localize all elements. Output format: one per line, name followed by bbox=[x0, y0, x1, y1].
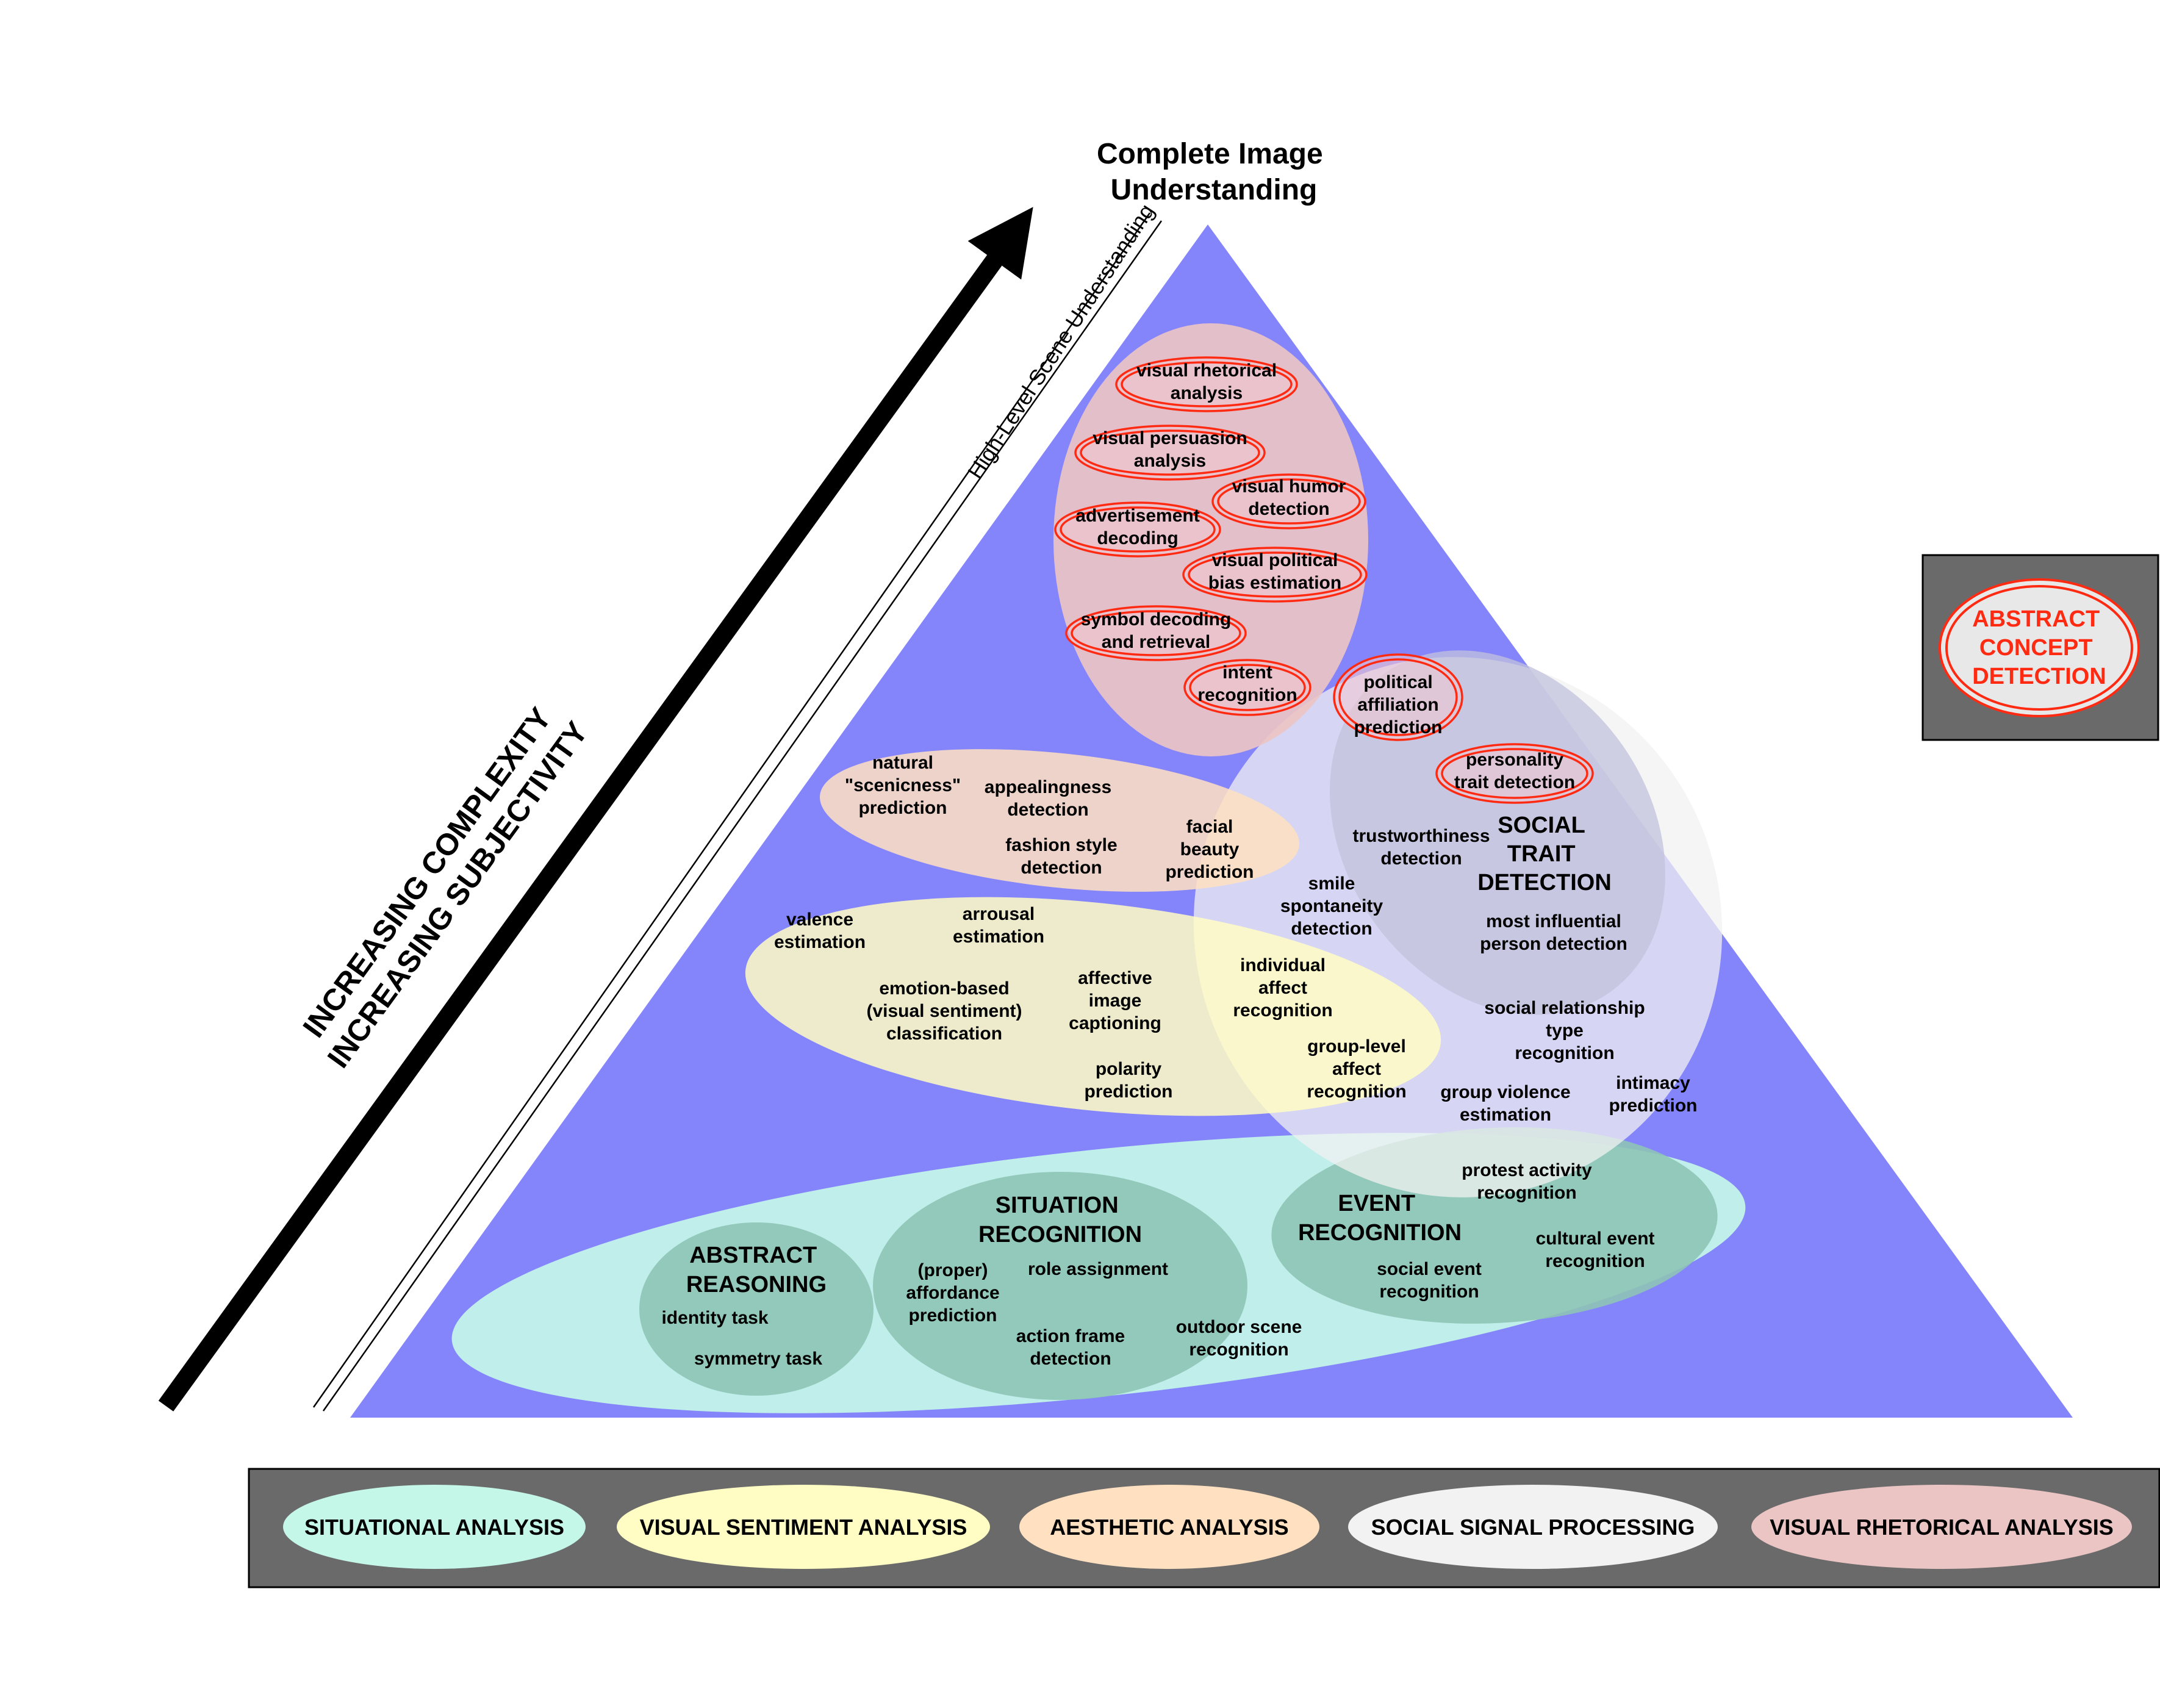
legend-label-aesthetic: AESTHETIC ANALYSIS bbox=[1050, 1515, 1288, 1540]
legend-swatch-visual-rhetorical bbox=[1751, 1485, 2132, 1569]
high-level-line-inner bbox=[322, 220, 1163, 1412]
abstract-ring-advertisement-outer bbox=[1054, 501, 1221, 558]
complete-image-understanding-title: Complete Image Understanding bbox=[1097, 138, 1331, 206]
axis-label-subjectivity: INCREASING SUBJECTIVITY bbox=[321, 716, 595, 1074]
abstract-ring-visual-rhetorical-inner bbox=[1121, 361, 1293, 407]
abstract-concept-label: ABSTRACT CONCEPT DETECTION bbox=[1972, 606, 2106, 689]
abstract-ring-symbol-decoding-inner bbox=[1071, 610, 1241, 656]
visual-sentiment-region bbox=[745, 897, 1441, 1116]
abstract-reasoning-cluster bbox=[639, 1222, 874, 1396]
legend-label-visual-sentiment: VISUAL SENTIMENT ANALYSIS bbox=[640, 1515, 967, 1540]
task-labels: identity task symmetry task (proper)afford… bbox=[661, 361, 1697, 1369]
abstract-ring-personality-trait-outer bbox=[1435, 743, 1594, 804]
abstract-ring-visual-persuasion-inner bbox=[1080, 429, 1260, 476]
high-level-line-outer bbox=[312, 212, 1151, 1408]
abstract-ring-intent-recognition-inner bbox=[1189, 664, 1306, 711]
task-symmetry-task: symmetry task bbox=[694, 1349, 822, 1369]
axis-label-complexity: INCREASING COMPLEXITY bbox=[296, 702, 558, 1044]
abstract-ring-visual-humor-inner bbox=[1217, 478, 1361, 525]
aesthetic-region bbox=[819, 749, 1300, 892]
social-trait-title: SOCIAL TRAIT DETECTION bbox=[1477, 813, 1612, 895]
abstract-concept-markers bbox=[1054, 356, 1594, 804]
task-role-assignment: role assignment bbox=[1028, 1259, 1168, 1279]
legend-swatch-aesthetic bbox=[1019, 1485, 1319, 1569]
abstract-ring-visual-humor-outer bbox=[1211, 473, 1366, 529]
task-emotion-based: emotion-based(visual sentiment)classific… bbox=[866, 978, 1022, 1044]
abstract-ring-personality-trait-inner bbox=[1441, 748, 1588, 799]
complexity-arrow bbox=[158, 207, 1033, 1412]
abstract-ring-visual-political-inner bbox=[1188, 551, 1362, 598]
legend: SITUATIONAL ANALYSIS VISUAL SENTIMENT AN… bbox=[283, 1485, 2132, 1569]
event-recognition-title: EVENT RECOGNITION bbox=[1298, 1191, 1462, 1246]
legend-label-visual-rhetorical: VISUAL RHETORICAL ANALYSIS bbox=[1770, 1515, 2113, 1540]
abstract-ring-political-affiliation-inner bbox=[1338, 658, 1458, 736]
legend-swatch-social-signal bbox=[1348, 1485, 1718, 1569]
social-trait-cluster bbox=[1329, 650, 1666, 1015]
abstract-ring-visual-political-outer bbox=[1182, 547, 1368, 603]
legend-label-situational: SITUATIONAL ANALYSIS bbox=[304, 1515, 564, 1540]
abstract-ring-visual-rhetorical-outer bbox=[1115, 356, 1298, 412]
legend-swatch-visual-sentiment bbox=[617, 1485, 990, 1569]
task-scenicness: natural"scenicness"prediction bbox=[845, 753, 961, 818]
abstract-concept-ellipse-outer bbox=[1939, 578, 2140, 717]
abstract-ring-visual-persuasion-outer bbox=[1074, 425, 1266, 481]
legend-label-social-signal: SOCIAL SIGNAL PROCESSING bbox=[1371, 1515, 1695, 1540]
situation-recognition-title: SITUATION RECOGNITION bbox=[978, 1193, 1142, 1247]
abstract-ring-symbol-decoding-outer bbox=[1065, 605, 1247, 661]
abstract-reasoning-title: ABSTRACT REASONING bbox=[686, 1243, 827, 1297]
task-identity-task: identity task bbox=[661, 1308, 768, 1328]
legend-swatch-situational bbox=[283, 1485, 586, 1569]
abstract-concept-ellipse-inner bbox=[1945, 585, 2133, 711]
abstract-ring-intent-recognition-outer bbox=[1183, 659, 1311, 716]
abstract-ring-political-affiliation-outer bbox=[1333, 653, 1463, 741]
abstract-ring-advertisement-inner bbox=[1060, 506, 1216, 553]
situation-recognition-cluster bbox=[873, 1172, 1247, 1400]
